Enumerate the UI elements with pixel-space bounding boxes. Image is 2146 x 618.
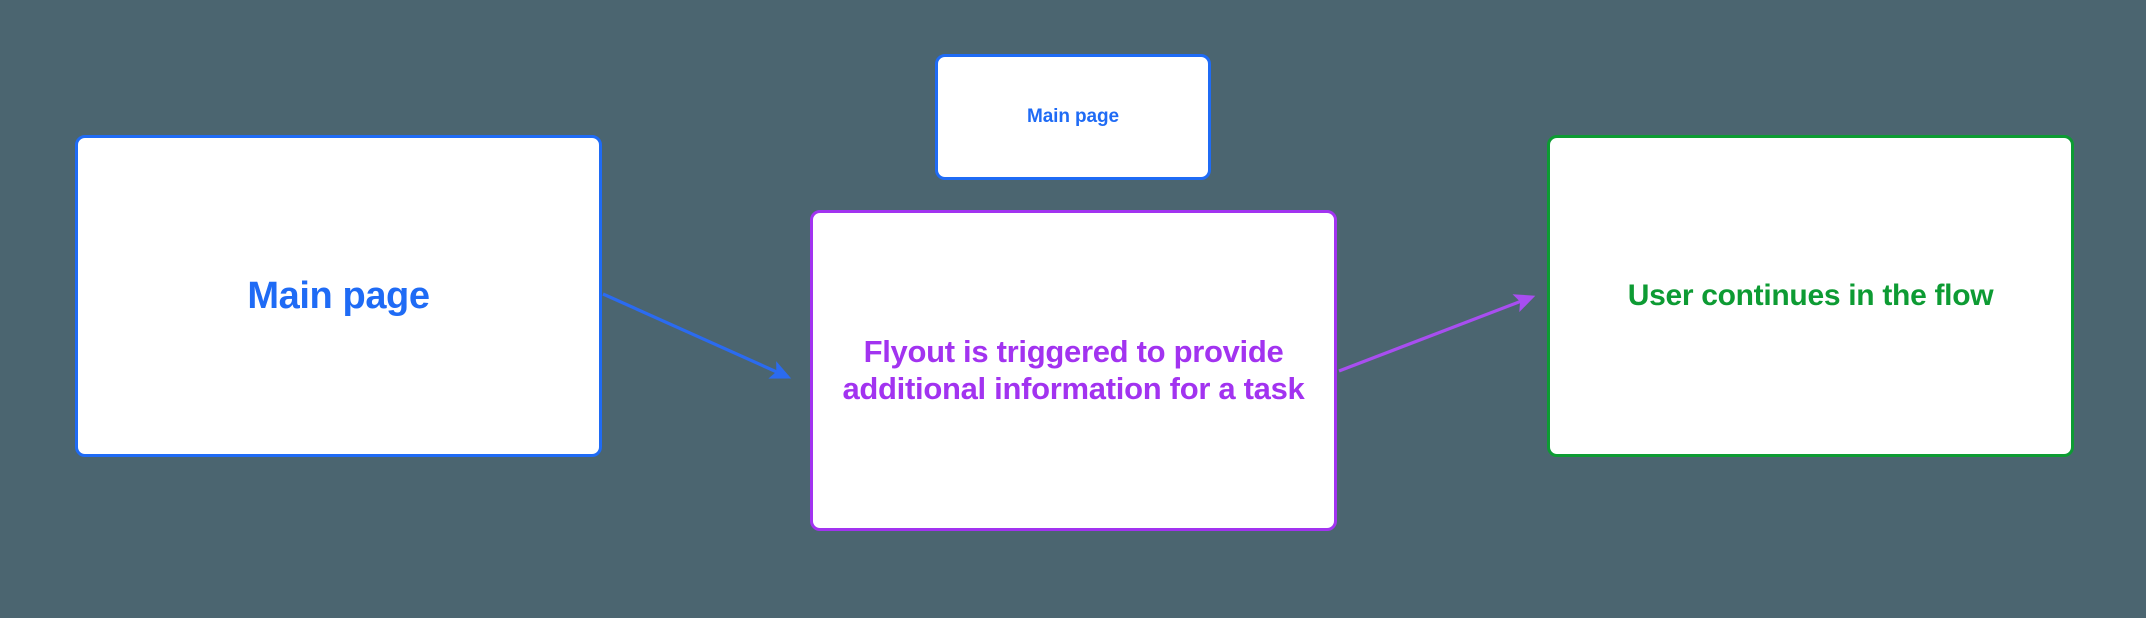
node-flyout-label: Flyout is triggered to provide additiona… [842, 333, 1305, 406]
node-main-page-large-label: Main page [247, 274, 430, 317]
node-main-page-small-label: Main page [1026, 105, 1119, 127]
node-main-page-large[interactable]: Main page [75, 135, 602, 457]
node-user-continues-label: User continues in the flow [1627, 279, 1994, 313]
node-flyout[interactable]: Flyout is triggered to provide additiona… [810, 210, 1337, 531]
edge-flyout-to-user-continues [1338, 294, 1536, 373]
edge-main-page-to-flyout [602, 292, 792, 379]
node-main-page-small[interactable]: Main page [935, 54, 1211, 180]
node-user-continues[interactable]: User continues in the flow [1547, 135, 2074, 457]
